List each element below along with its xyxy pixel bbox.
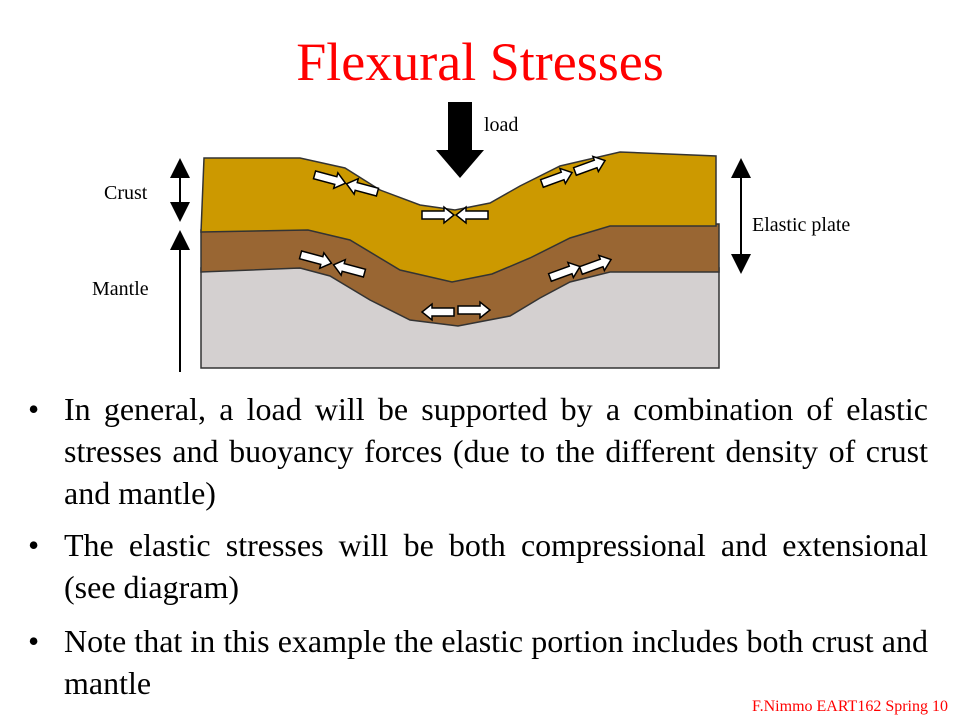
flexure-diagram: load Crust Mantle Elastic plate: [92, 102, 850, 372]
bullet-item: Note that in this example the elastic po…: [28, 620, 928, 704]
bullet-list: In general, a load will be supported by …: [28, 388, 928, 712]
crust-label: Crust: [104, 182, 148, 204]
load-arrow-icon: [436, 102, 484, 178]
slide-footer: F.Nimmo EART162 Spring 10: [752, 698, 948, 715]
load-label: load: [484, 114, 518, 136]
elastic-plate-label: Elastic plate: [752, 214, 850, 236]
bullet-item: In general, a load will be supported by …: [28, 388, 928, 514]
bullet-item: The elastic stresses will be both compre…: [28, 524, 928, 608]
slide-title: Flexural Stresses: [296, 32, 664, 92]
mantle-label: Mantle: [92, 278, 149, 300]
